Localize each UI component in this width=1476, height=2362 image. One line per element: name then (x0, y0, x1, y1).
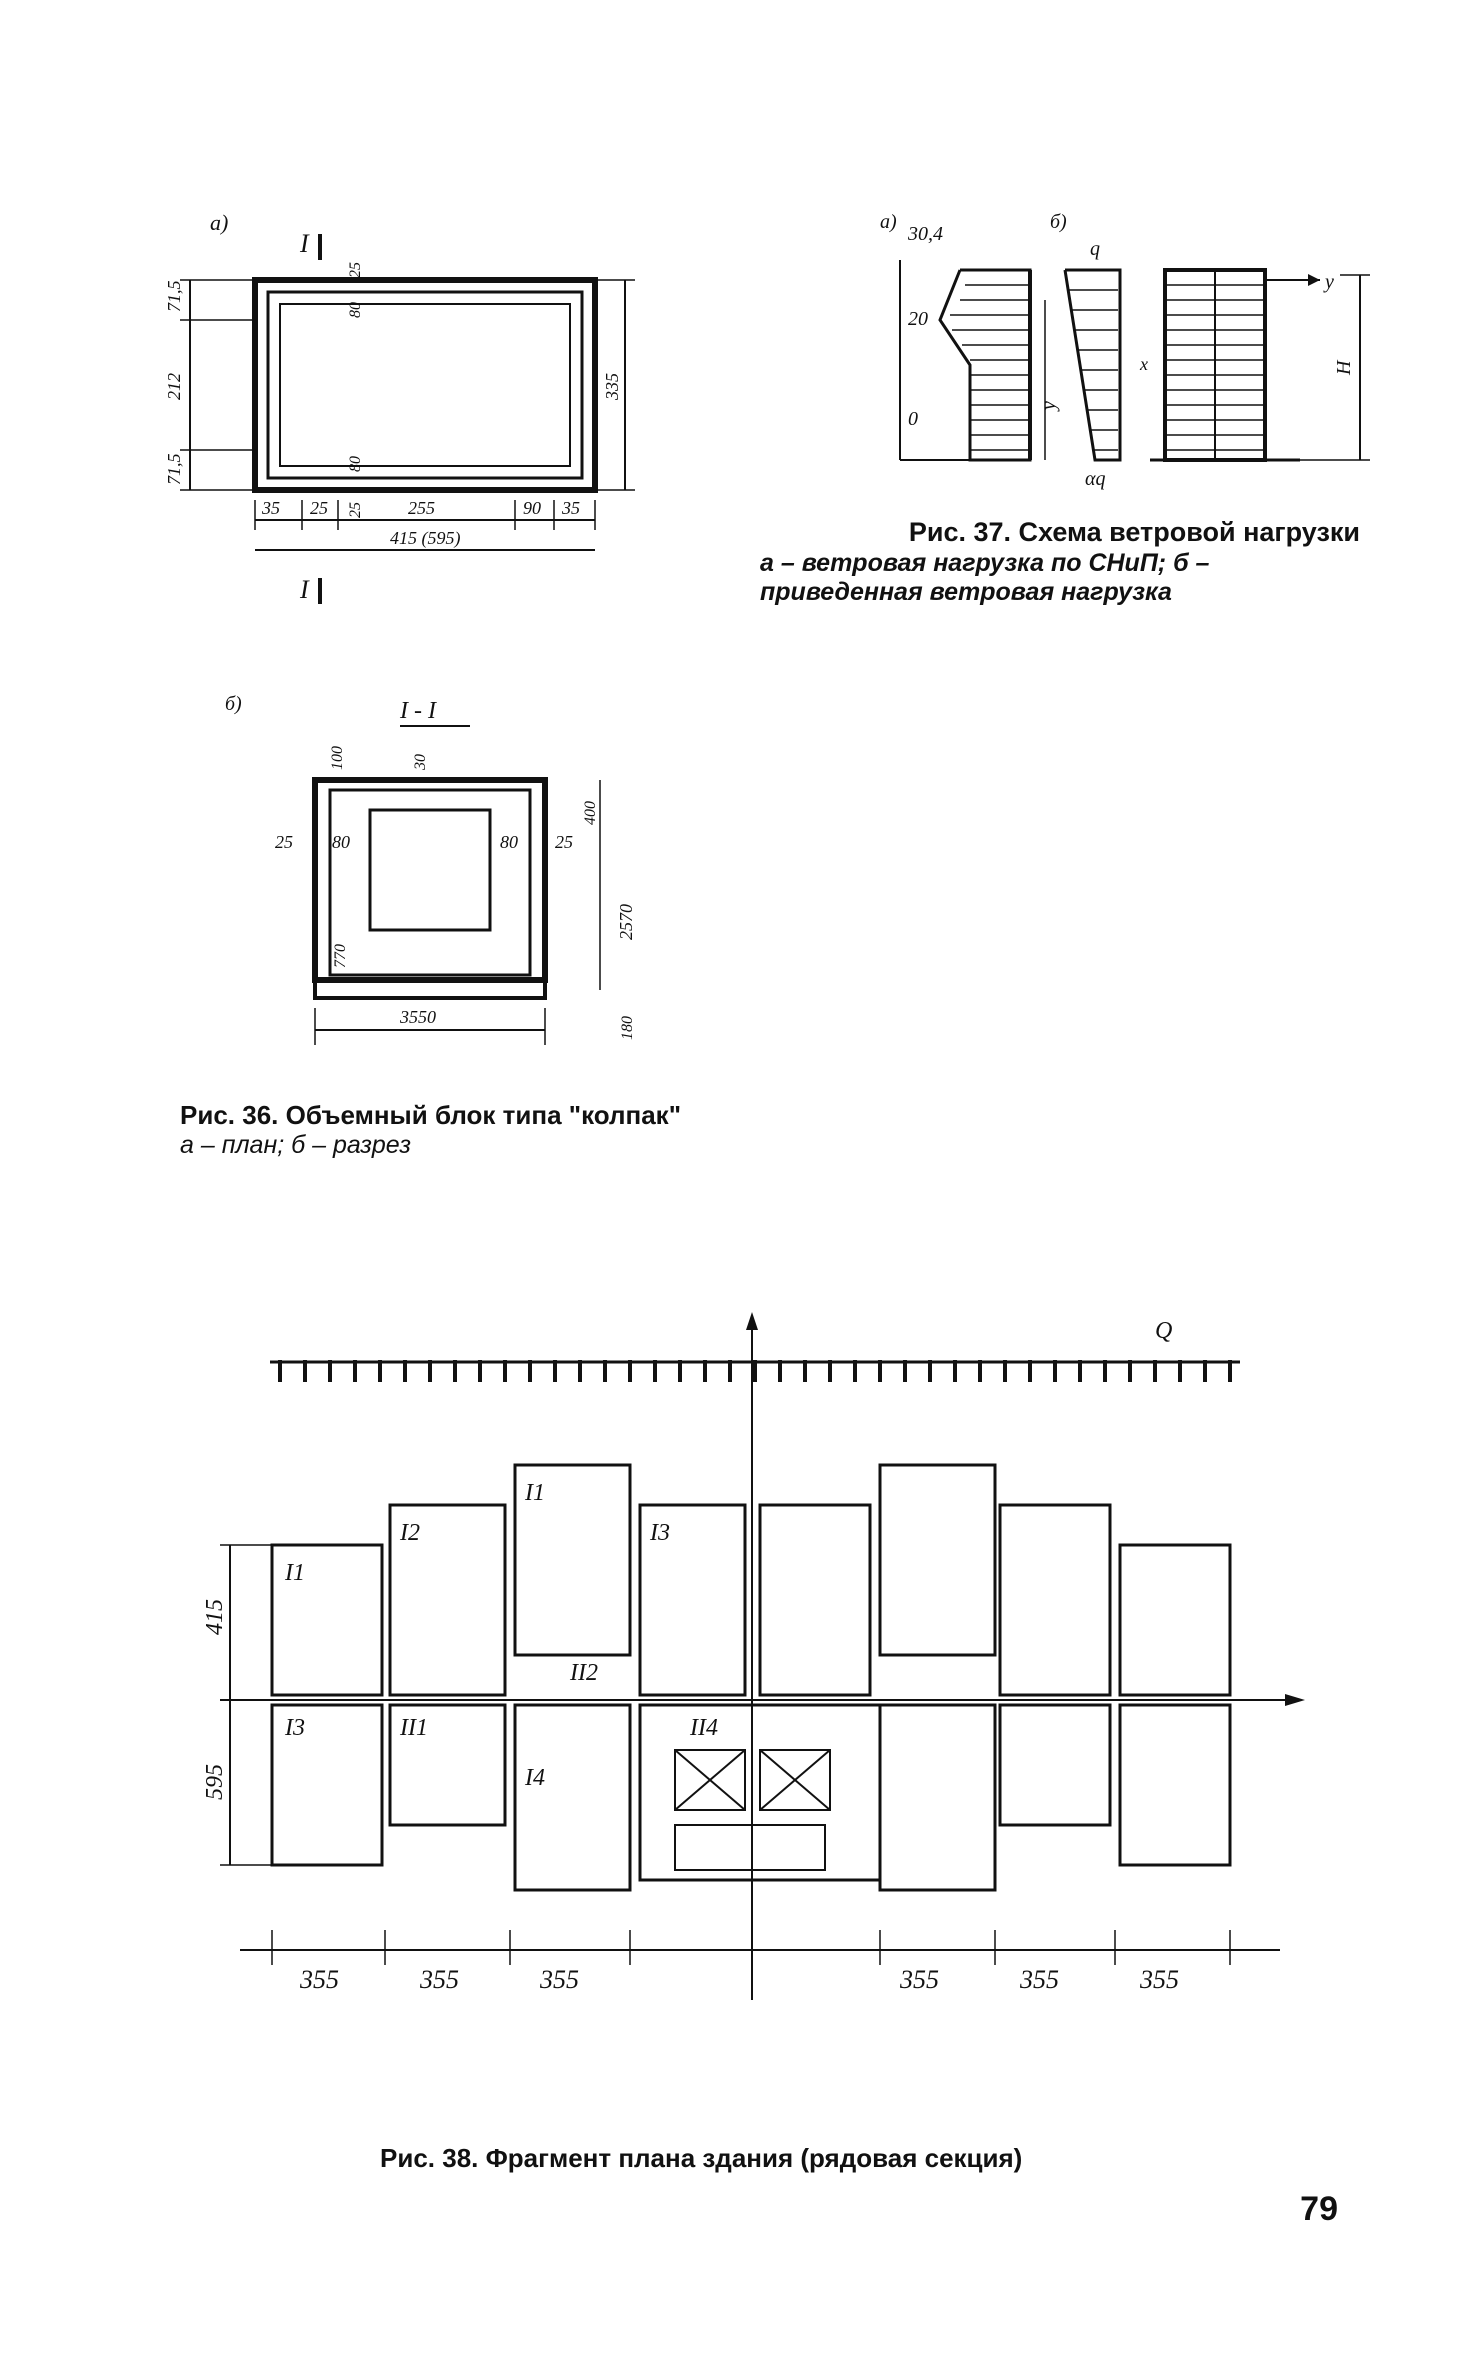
fig38-dim-top-left: 415 (202, 1599, 228, 1635)
fig36b-dim-inner: 770 (332, 944, 349, 968)
fig38-label-8: II4 (689, 1715, 718, 1741)
fig38-label-9: I4 (524, 1765, 545, 1791)
fig38-bottom-dim-3: 355 (539, 1965, 579, 1994)
fig37b-q-top: q (1090, 238, 1100, 260)
fig37a-value-low: 0 (908, 408, 918, 430)
fig36a-dim-total: 415 (595) (390, 528, 461, 549)
fig38-bottom-dim-6: 355 (1139, 1965, 1179, 1994)
fig36a-dim-inner-3: 80 (347, 456, 364, 472)
fig37-caption-title: Рис. 37. Схема ветровой нагрузки (908, 517, 1360, 547)
fig37b-height: H (1333, 359, 1355, 376)
fig38-load-label: Q (1155, 1318, 1172, 1344)
fig36-caption-title: Рис. 36. Объемный блок типа "колпак" (180, 1100, 682, 1130)
fig38-label-3: I1 (524, 1480, 545, 1506)
fig36a-dim-bottom-1: 35 (261, 498, 280, 518)
figure-37-wind-load: а) 30,4 20 0 б) q y αq x y (880, 211, 1370, 490)
fig36a-dim-bottom-4: 90 (523, 498, 541, 518)
fig36b-dim-side-1: 25 (275, 832, 293, 852)
fig36b-dim-top-right: 400 (582, 801, 599, 825)
fig36b-dim-side-2: 80 (332, 832, 350, 852)
fig36-caption: Рис. 36. Объемный блок типа "колпак" а –… (180, 1100, 820, 1160)
fig36b-dim-right: 2570 (616, 904, 636, 940)
fig36a-dim-inner-2: 80 (347, 302, 364, 318)
fig36b-dim-side-4: 25 (555, 832, 573, 852)
fig38-label-2: I2 (399, 1520, 420, 1546)
fig36b-dim-bottom-right: 180 (619, 1016, 636, 1040)
fig37-caption-subtitle: а – ветровая нагрузка по СНиП; б – приве… (760, 548, 1210, 607)
fig36b-label: б) (225, 693, 242, 715)
fig36b-dim-bottom: 3550 (399, 1007, 436, 1027)
fig36a-dim-inner-4: 25 (347, 502, 364, 518)
fig36a-section-top: I (299, 229, 310, 258)
fig36b-dim-top-2: 30 (412, 754, 429, 771)
fig38-label-1: I1 (284, 1560, 305, 1586)
fig37a-value-mid: 20 (908, 308, 928, 330)
fig36a-label: а) (210, 210, 228, 235)
fig38-bottom-dim-4: 355 (899, 1965, 939, 1994)
fig38-bottom-dim-1: 355 (299, 1965, 339, 1994)
fig37a-label: а) (880, 211, 897, 233)
fig37b-axis-x: x (1139, 354, 1148, 374)
fig37b-label: б) (1050, 211, 1067, 233)
figure-36a-plan: а) I 71,5 212 71,5 25 80 80 25 335 35 25… (164, 210, 635, 604)
figure-38-building-plan: Q (202, 1312, 1305, 2000)
fig36a-dim-inner-1: 25 (347, 262, 364, 278)
fig36b-dim-top-1: 100 (329, 746, 346, 770)
fig38-label-4: I3 (649, 1520, 670, 1546)
fig38-label-5: II2 (569, 1660, 598, 1686)
fig36a-dim-left-3: 71,5 (164, 454, 184, 486)
fig37a-value-top: 30,4 (907, 223, 943, 245)
figure-36b-section: б) I - I 100 30 400 25 80 80 25 2570 770… (225, 693, 636, 1045)
fig36b-section: I - I (399, 698, 437, 724)
fig37b-axis-y: y (1038, 401, 1060, 412)
fig36a-dim-left-1: 71,5 (164, 281, 184, 313)
fig38-load-arrows (278, 1360, 1232, 1382)
fig38-bottom-dim-5: 355 (1019, 1965, 1059, 1994)
fig36a-dim-left-2: 212 (164, 373, 184, 400)
fig36a-dim-bottom-2: 25 (310, 498, 328, 518)
page-number: 79 (1300, 2190, 1338, 2228)
fig36a-dim-bottom-5: 35 (561, 498, 580, 518)
fig36-caption-subtitle: а – план; б – разрез (180, 1130, 411, 1159)
fig36a-section-bottom: I (299, 575, 310, 604)
fig37b-axis-y-right: y (1323, 271, 1334, 293)
fig38-label-7: II1 (399, 1715, 428, 1741)
fig38-caption-title: Рис. 38. Фрагмент плана здания (рядовая … (380, 2143, 1023, 2173)
fig37-caption: Рис. 37. Схема ветровой нагрузки а – вет… (760, 517, 1360, 608)
fig38-caption: Рис. 38. Фрагмент плана здания (рядовая … (380, 2143, 1280, 2174)
fig36b-dim-side-3: 80 (500, 832, 518, 852)
fig36a-dim-right: 335 (602, 373, 622, 401)
fig38-bottom-dim-2: 355 (419, 1965, 459, 1994)
fig38-dim-bottom-left: 595 (202, 1764, 228, 1800)
fig36a-dim-bottom-3: 255 (408, 498, 435, 518)
fig37b-q-bottom: αq (1085, 468, 1106, 490)
fig38-label-6: I3 (284, 1715, 305, 1741)
